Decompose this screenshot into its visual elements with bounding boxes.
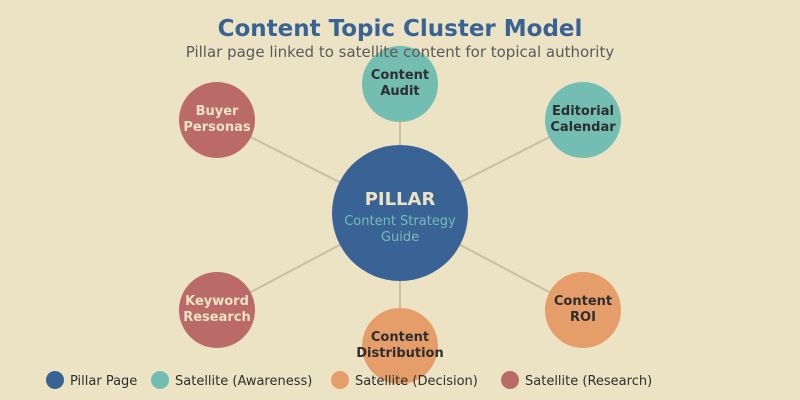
- satellite-label-keyword-research-line-2: Research: [183, 310, 251, 325]
- satellite-nodes: ContentAuditEditorialCalendarContentROIC…: [179, 46, 621, 384]
- satellite-circle-content-roi: [545, 272, 621, 348]
- pillar-title: PILLAR: [365, 189, 436, 210]
- diagram-subtitle: Pillar page linked to satellite content …: [186, 43, 615, 61]
- legend-item-awareness: Satellite (Awareness): [151, 371, 312, 389]
- satellite-circle-content-audit: [362, 46, 438, 122]
- satellite-label-content-distribution-line-2: Distribution: [356, 346, 443, 361]
- pillar-subtitle-line-2: Guide: [381, 230, 419, 245]
- legend-item-pillar: Pillar Page: [46, 371, 137, 389]
- satellite-label-keyword-research-line-1: Keyword: [185, 294, 249, 309]
- satellite-label-content-distribution-line-1: Content: [371, 330, 429, 345]
- satellite-label-buyer-personas-line-1: Buyer: [196, 104, 239, 119]
- legend-item-research: Satellite (Research): [501, 371, 652, 389]
- legend-swatch-pillar: [46, 371, 64, 389]
- diagram-title: Content Topic Cluster Model: [218, 16, 583, 42]
- legend-label-pillar: Pillar Page: [70, 374, 137, 389]
- legend-swatch-research: [501, 371, 519, 389]
- satellite-circle-editorial-calendar: [545, 82, 621, 158]
- pillar-node: PILLAR Content Strategy Guide: [332, 145, 468, 281]
- legend: Pillar Page Satellite (Awareness) Satellit…: [46, 371, 652, 389]
- satellite-circle-keyword-research: [179, 272, 255, 348]
- legend-label-awareness: Satellite (Awareness): [175, 374, 312, 389]
- satellite-circle-buyer-personas: [179, 82, 255, 158]
- legend-label-decision: Satellite (Decision): [355, 374, 478, 389]
- satellite-label-editorial-calendar-line-2: Calendar: [550, 120, 616, 135]
- legend-item-decision: Satellite (Decision): [331, 371, 478, 389]
- satellite-label-content-roi-line-1: Content: [554, 294, 612, 309]
- satellite-label-content-audit-line-1: Content: [371, 68, 429, 83]
- pillar-subtitle-line-1: Content Strategy: [344, 214, 456, 229]
- legend-label-research: Satellite (Research): [525, 374, 652, 389]
- satellite-label-content-audit-line-2: Audit: [380, 84, 419, 99]
- satellite-label-editorial-calendar-line-1: Editorial: [552, 104, 614, 119]
- satellite-circle-content-distribution: [362, 308, 438, 384]
- satellite-label-buyer-personas-line-2: Personas: [183, 120, 250, 135]
- legend-swatch-awareness: [151, 371, 169, 389]
- legend-swatch-decision: [331, 371, 349, 389]
- satellite-label-content-roi-line-2: ROI: [570, 310, 596, 325]
- pillar-circle: [332, 145, 468, 281]
